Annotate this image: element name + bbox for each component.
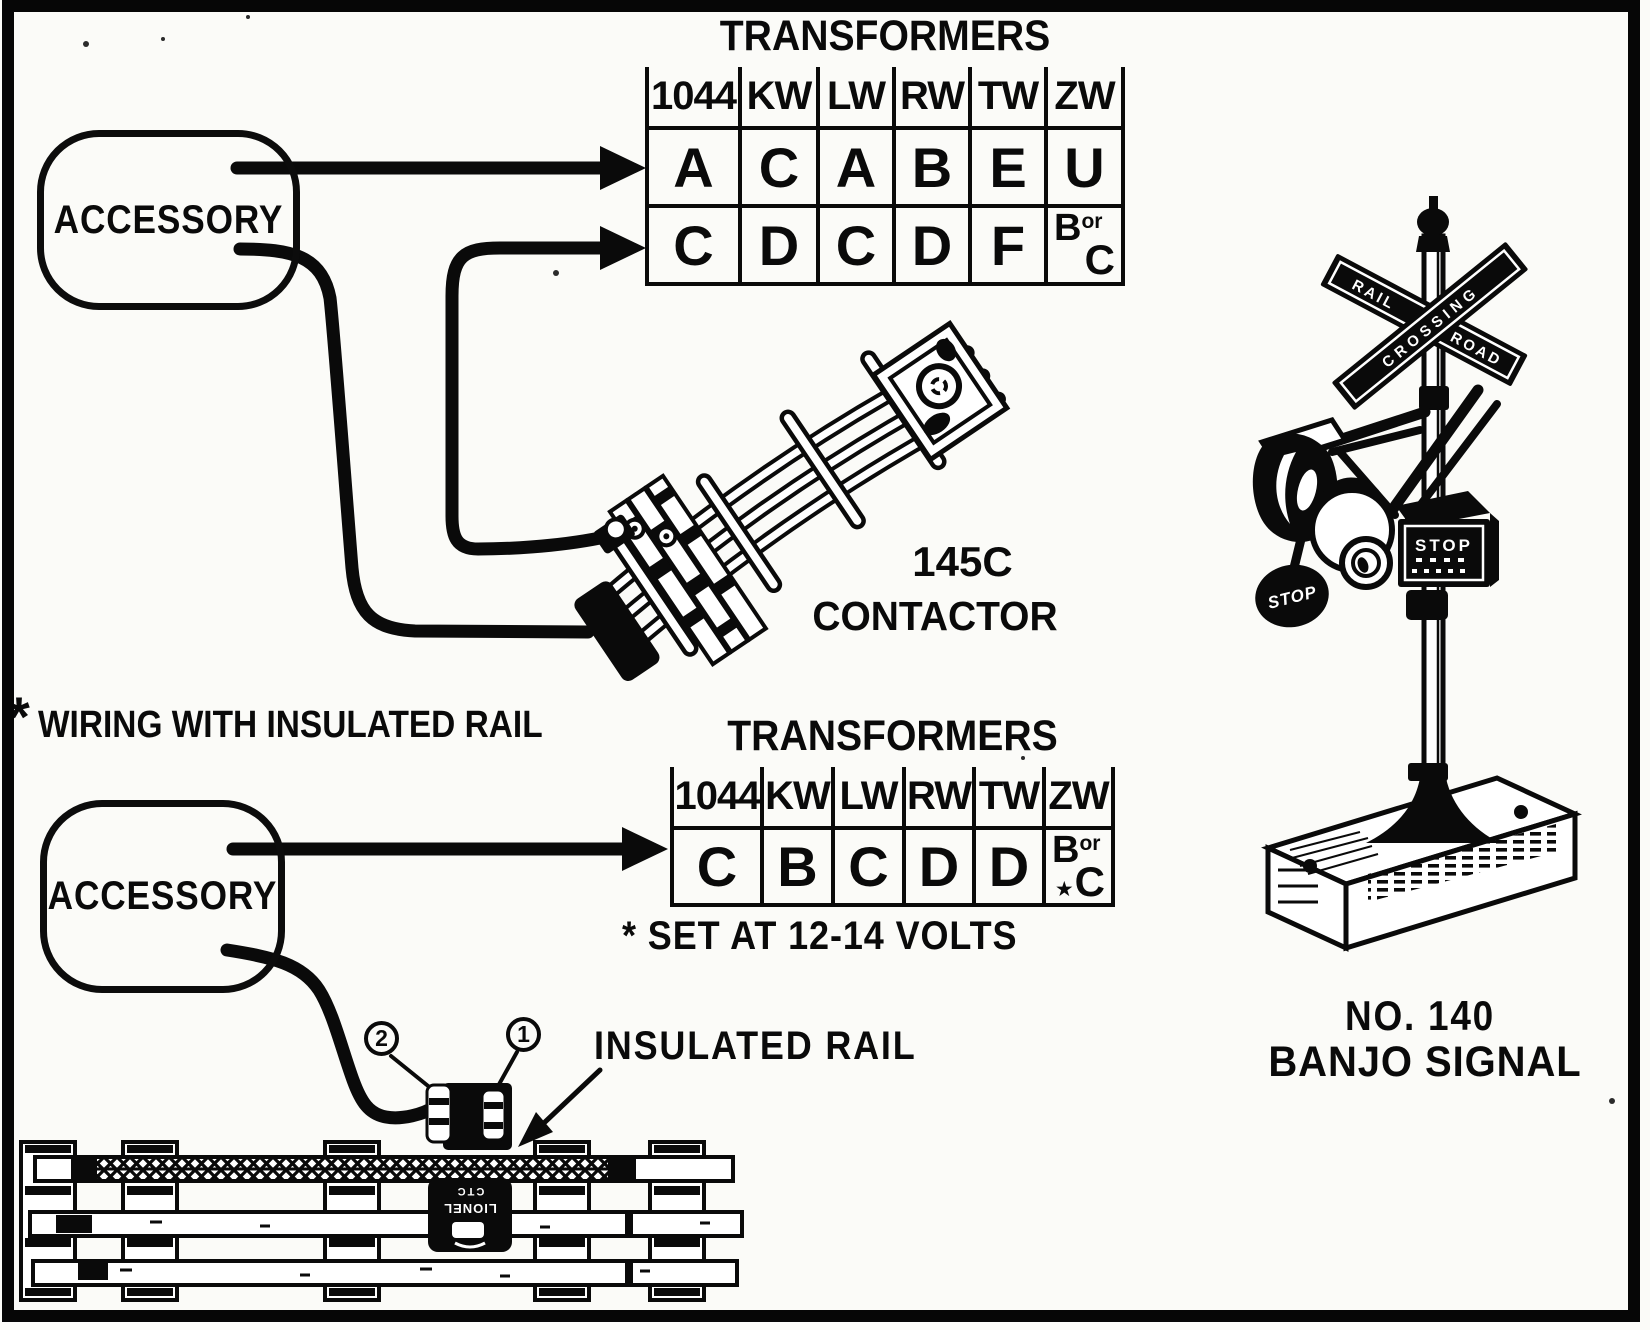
wire-callout-1: 1 (506, 1017, 541, 1052)
transformer-terminal-cell: D (906, 830, 976, 907)
transformer-terminal-cell: F (972, 208, 1048, 286)
transformer-column-header: ZW (1048, 67, 1125, 130)
volts-note: * SET AT 12-14 VOLTS (622, 914, 1018, 958)
transformer-terminal-cell: U (1048, 130, 1125, 208)
bottom-wiring (220, 842, 629, 1125)
wire-contactor-to-row2 (445, 241, 607, 556)
transformer-terminal-cell: C (645, 208, 742, 286)
transformer-terminal-cell: D (896, 208, 972, 286)
table-title: TRANSFORMERS (727, 712, 1058, 760)
arrowhead-bottom-row (622, 827, 668, 871)
section-heading: WIRING WITH INSULATED RAIL (38, 704, 543, 746)
transformer-column-header: ZW (1046, 767, 1115, 830)
transformer-terminal-cell: B (896, 130, 972, 208)
contactor-caption-line1: 145C (912, 538, 1013, 585)
lockon-text-1: CTC (456, 1185, 485, 1197)
accessory-label: ACCESSORY (53, 197, 284, 242)
accessory-label: ACCESSORY (47, 874, 278, 918)
callout-number: 2 (375, 1025, 388, 1051)
transformer-column-header: 1044 (645, 67, 742, 130)
transformer-terminal-cell: C (820, 208, 896, 286)
contactor-illustration (574, 319, 1011, 681)
transformer-column-header: LW (820, 67, 896, 130)
banjo-signal-illustration: RAIL ROAD CROSSING (1252, 196, 1582, 952)
outer-rail (31, 1259, 739, 1287)
wire-callout-2: 2 (364, 1021, 399, 1056)
stop-sign-text: STOP (1415, 536, 1473, 555)
transformer-terminal-cell: D (976, 830, 1046, 907)
lockon-text-2: LIONEL (443, 1201, 497, 1216)
arrowhead-row1 (600, 146, 646, 190)
transformer-column-header: RW (896, 67, 972, 130)
center-rail (28, 1210, 744, 1238)
transformer-terminal-cell: E (972, 130, 1048, 208)
transformer-column-header: TW (972, 67, 1048, 130)
insulated-rail (33, 1155, 735, 1183)
transformer-terminal-cell: A (645, 130, 742, 208)
callout-number: 1 (517, 1021, 530, 1047)
scan-specks (83, 15, 1615, 1104)
insulated-rail-pointer (542, 1067, 603, 1125)
banjo-caption-line2: BANJO SIGNAL (1268, 1038, 1582, 1086)
transformer-column-header: 1044 (670, 767, 764, 830)
contactor-caption-line2: CONTACTOR (812, 593, 1058, 639)
transformer-column-header: TW (976, 767, 1046, 830)
arrowhead-row2 (600, 226, 646, 270)
transformer-terminal-cell: C (742, 130, 820, 208)
insulated-rail-label: INSULATED RAIL (594, 1024, 917, 1068)
banjo-caption-line1: NO. 140 (1345, 992, 1495, 1039)
transformer-column-header: LW (835, 767, 906, 830)
accessory-bubble-bottom: ACCESSORY (40, 800, 285, 993)
transformer-terminal-cell: D (742, 208, 820, 286)
wire-accessory-to-contactor (233, 242, 595, 639)
heading-asterisk: * (8, 685, 30, 748)
transformer-column-header: RW (906, 767, 976, 830)
lockon: CTC LIONEL (425, 1083, 512, 1252)
transformer-column-header: KW (764, 767, 835, 830)
wire-accessory-to-lockon (220, 943, 441, 1125)
transformer-terminal-cell: A (820, 130, 896, 208)
transformer-column-header: KW (742, 67, 820, 130)
top-wiring (230, 161, 607, 639)
table-title: TRANSFORMERS (719, 12, 1051, 60)
transformer-terminal-cell: C (835, 830, 906, 907)
insulated-track-illustration: CTC LIONEL (19, 1083, 744, 1302)
accessory-bubble-top: ACCESSORY (37, 130, 300, 310)
insulated-rail-arrowhead (518, 1112, 553, 1147)
transformer-terminal-cell: B (764, 830, 835, 907)
transformer-terminal-cell: C (670, 830, 764, 907)
